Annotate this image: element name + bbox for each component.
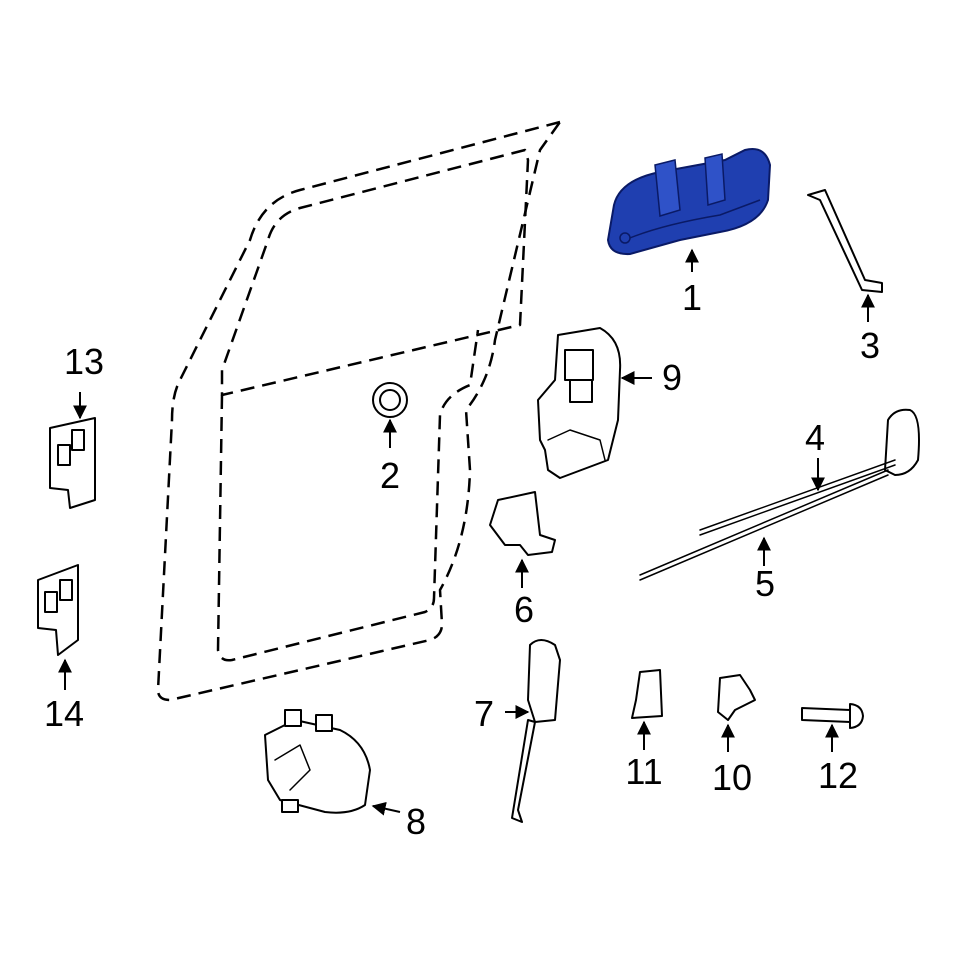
callout-7: 7 (474, 693, 494, 734)
callout-5: 5 (755, 563, 775, 604)
callout-1: 1 (682, 277, 702, 318)
part-3-rod[interactable] (807, 189, 883, 293)
part-7-rod[interactable] (511, 639, 561, 823)
part-12-bolt[interactable] (801, 703, 864, 729)
leader-lines (58, 248, 875, 816)
part-14-striker[interactable] (37, 564, 79, 656)
part-11-bracket[interactable] (631, 669, 663, 719)
part-13-striker[interactable] (49, 417, 96, 509)
callout-3: 3 (860, 325, 880, 366)
callout-9: 9 (662, 357, 682, 398)
callout-11: 11 (625, 751, 662, 792)
callout-13: 13 (64, 341, 104, 382)
part-10-clip[interactable] (717, 674, 756, 721)
callout-8: 8 (406, 801, 426, 842)
part-9-latch[interactable] (537, 327, 622, 479)
callout-labels: 1 2 3 4 5 6 7 8 9 10 11 12 13 14 (44, 277, 880, 842)
callout-10: 10 (712, 757, 752, 798)
callout-14: 14 (44, 693, 84, 734)
callout-6: 6 (514, 589, 534, 630)
part-6-bracket[interactable] (489, 491, 556, 556)
callout-2: 2 (380, 455, 400, 496)
part-1-door-handle[interactable] (606, 148, 772, 256)
door-outline (156, 120, 562, 702)
part-4-5-cables[interactable] (639, 408, 920, 581)
handle-body (606, 148, 772, 256)
part-8-handle-assembly[interactable] (264, 709, 371, 814)
callout-12: 12 (818, 755, 858, 796)
part-2-grommet[interactable] (372, 382, 408, 418)
callout-4: 4 (805, 417, 825, 458)
